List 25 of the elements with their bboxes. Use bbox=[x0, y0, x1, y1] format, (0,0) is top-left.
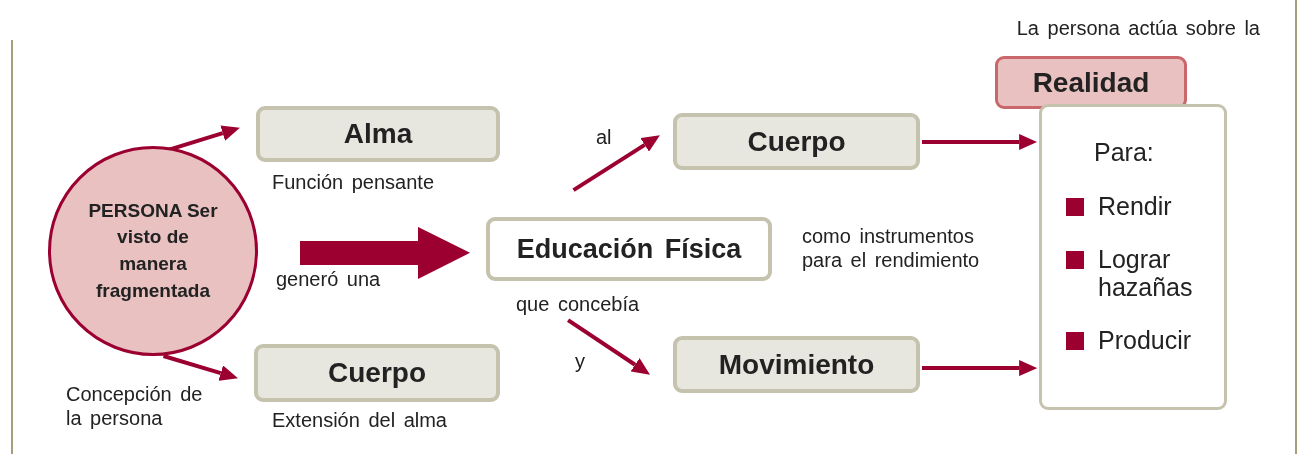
list-box bbox=[1039, 104, 1227, 410]
node-caption: La persona actúa sobre la bbox=[1015, 16, 1260, 40]
concept-box: Educación Física bbox=[486, 217, 772, 281]
list-item-text: Producir bbox=[1098, 327, 1193, 355]
concept-box: Alma bbox=[256, 106, 500, 162]
node-caption: Función pensante bbox=[272, 170, 435, 194]
node-caption: Extensión del alma bbox=[272, 408, 448, 432]
note-text: que concebía bbox=[516, 292, 641, 316]
list-heading: Para: bbox=[1094, 139, 1154, 167]
concept-box: Cuerpo bbox=[673, 113, 920, 170]
arrow bbox=[922, 360, 1038, 377]
arrow bbox=[572, 135, 660, 192]
note-text: como instrumentos para el rendimiento bbox=[802, 224, 981, 272]
arrow bbox=[162, 354, 238, 381]
concept-box: Cuerpo bbox=[254, 344, 500, 402]
concept-box: Movimiento bbox=[673, 336, 920, 393]
arrow bbox=[566, 318, 651, 375]
edge-label: generó una bbox=[276, 268, 381, 291]
heading-box: Realidad bbox=[995, 56, 1187, 109]
node-caption: Concepción de la persona bbox=[66, 382, 204, 430]
list-item-text: Rendir bbox=[1098, 192, 1173, 220]
arrow bbox=[300, 226, 470, 279]
list-item-text: Lograr hazañas bbox=[1098, 246, 1194, 301]
arrow bbox=[922, 133, 1038, 150]
concept-circle: PERSONA Ser visto de manera fragmentada bbox=[48, 146, 258, 356]
